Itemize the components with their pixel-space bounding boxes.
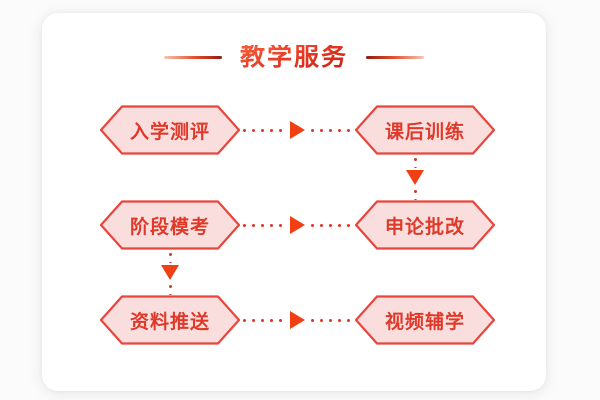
flow-diagram: 入学测评 课后训练 [42,105,546,345]
connector-left-column-down [161,250,179,295]
title-rule-right-decoration [366,56,424,59]
dotted-line-segment [308,318,355,322]
dotted-line-segment [413,187,417,200]
page-title: 教学服务 [239,43,348,71]
flow-node-stage-mock-exam[interactable]: 阶段模考 [100,200,240,250]
hexagon-shape [100,200,240,250]
flow-node-video-tutoring[interactable]: 视频辅学 [355,295,495,345]
dotted-line-segment [240,128,287,132]
flow-row-1: 入学测评 课后训练 [42,105,546,200]
flow-node-entrance-assessment[interactable]: 入学测评 [100,105,240,155]
flow-node-label: 入学测评 [129,121,210,143]
connector-row3-horizontal [240,295,355,345]
arrow-down-icon [406,170,424,185]
flow-row-2: 阶段模考 申论批改 [42,200,546,295]
dotted-line-segment [168,250,172,263]
arrow-right-icon [290,311,305,329]
arrow-down-icon [161,265,179,280]
hexagon-shape [355,105,495,155]
dotted-line-segment [240,223,287,227]
flow-node-label: 视频辅学 [384,311,465,333]
flow-node-label: 阶段模考 [129,216,210,238]
flow-node-label: 申论批改 [384,216,465,238]
dotted-line-segment [413,155,417,168]
connector-row1-horizontal [240,105,355,155]
flow-node-label: 课后训练 [384,121,465,143]
hexagon-shape [100,295,240,345]
section-header: 教学服务 [42,45,546,70]
hexagon-shape [355,295,495,345]
dotted-line-segment [308,128,355,132]
connector-right-column-down [406,155,424,200]
content-card: 教学服务 入学测评 [42,13,546,391]
arrow-right-icon [290,216,305,234]
dotted-line-segment [168,282,172,295]
connector-row2-horizontal [240,200,355,250]
hexagon-shape [100,105,240,155]
flow-row-3: 资料推送 视频辅学 [42,295,546,345]
title-rule-left-decoration [163,56,222,59]
dotted-line-segment [308,223,355,227]
flow-node-after-class-training[interactable]: 课后训练 [355,105,495,155]
dotted-line-segment [240,318,287,322]
hexagon-shape [355,200,495,250]
flow-node-material-push[interactable]: 资料推送 [100,295,240,345]
flow-node-label: 资料推送 [129,311,210,333]
arrow-right-icon [290,121,305,139]
flow-node-essay-correction[interactable]: 申论批改 [355,200,495,250]
